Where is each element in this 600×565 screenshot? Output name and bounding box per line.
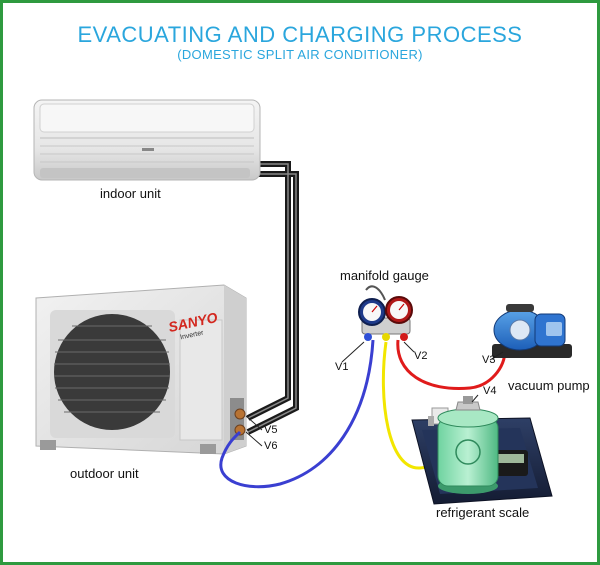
refrigerant-pipes <box>246 161 299 435</box>
valve-v6-label: V6 <box>264 440 278 452</box>
indoor-unit-label: indoor unit <box>100 186 161 201</box>
vacuum-pump-label: vacuum pump <box>508 378 590 393</box>
diagram-title: EVACUATING AND CHARGING PROCESS <box>77 22 523 47</box>
valve-v2-label: V2 <box>414 350 428 362</box>
blue-hose <box>219 339 375 489</box>
valve-v3-label: V3 <box>482 354 496 366</box>
outdoor-unit-label: outdoor unit <box>70 466 139 481</box>
indoor-unit <box>33 99 261 181</box>
diagram-subtitle: (DOMESTIC SPLIT AIR CONDITIONER) <box>177 47 423 62</box>
refrigerant-cylinder <box>437 396 499 494</box>
manifold-gauge-label: manifold gauge <box>340 268 429 283</box>
manifold-gauge <box>358 285 413 341</box>
red-hose <box>396 339 507 391</box>
valve-v5-label: V5 <box>264 424 278 436</box>
valve-v4-label: V4 <box>483 385 497 397</box>
valve-leader-lines <box>245 341 504 447</box>
vacuum-pump <box>492 304 572 358</box>
outdoor-unit <box>35 284 247 455</box>
valve-v1-label: V1 <box>335 361 349 373</box>
refrigerant-scale-label: refrigerant scale <box>436 505 530 520</box>
